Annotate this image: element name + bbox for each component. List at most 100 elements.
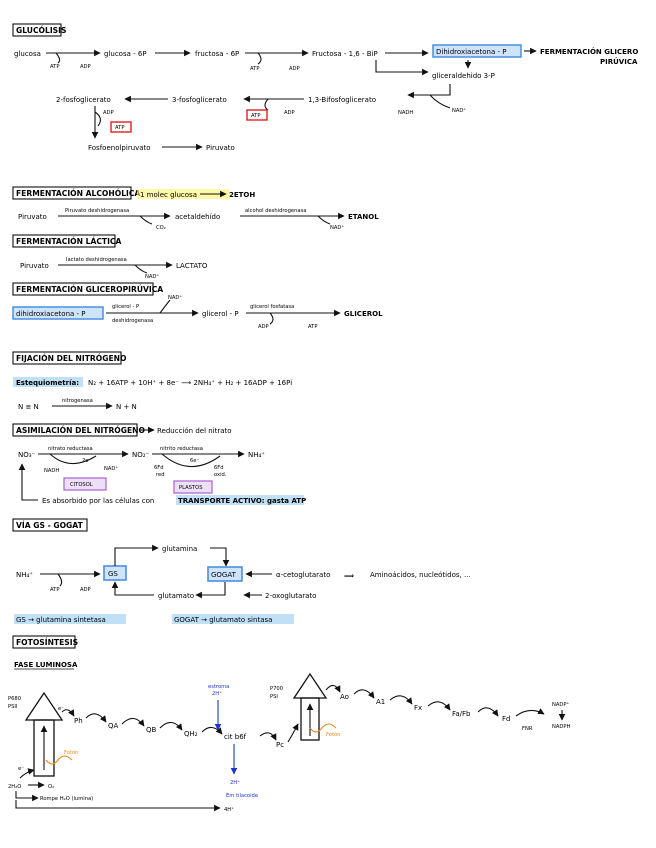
arrow-pc-psi	[287, 723, 299, 743]
lac-piruvato-label: Piruvato	[20, 262, 49, 270]
glucolisis-title: GLUCÓLISIS	[16, 26, 66, 35]
estequiometria-label: Estequiometría:	[16, 379, 79, 387]
arrow-glutamato-gs	[111, 581, 154, 596]
glucolisis-title-box	[12, 23, 62, 37]
dhap-box	[432, 44, 522, 58]
p700-label: P700	[270, 686, 283, 692]
arrow-rompe	[15, 791, 39, 802]
gogat-label: GOGAT	[211, 571, 237, 579]
fijacion-ecuacion: N₂ + 16ATP + 10H⁺ + 8e⁻ ⟶ 2NH₄⁺ + H₂ + 1…	[88, 379, 292, 387]
gs-adp-label: ADP	[80, 587, 91, 593]
implica-arrow: ⟹	[344, 572, 354, 580]
fotosintesis-section: FOTOSÍNTESIS FASE LUMINOSA P680 PSII e⁻ …	[8, 635, 571, 813]
fotosintesis-title-box	[12, 635, 76, 649]
fd-label: Fd	[502, 715, 510, 723]
adp4-curve	[94, 111, 101, 127]
gp-dhap-box	[12, 306, 104, 320]
arrow-qb-qh2	[159, 721, 183, 731]
arrow-ao-a1	[353, 689, 375, 699]
atp2-label: ATP	[250, 66, 259, 72]
atp4-label: ATP	[115, 125, 124, 131]
bpg-label: 1,3-Bifosfoglicerato	[308, 96, 376, 104]
acet-label: acetaldehído	[175, 213, 220, 221]
ph-label: Ph	[74, 717, 83, 725]
adp2-label: ADP	[289, 66, 300, 72]
cit-label: cit b6f	[224, 733, 247, 741]
gsgogat-section: VÍA GS - GOGAT NH₄⁺ ATP ADP GS glutamina…	[12, 518, 471, 624]
nadh-label: NADH	[398, 110, 413, 116]
n-n-label: N + N	[116, 403, 137, 411]
lac-nad-curve	[134, 264, 148, 274]
plastos-label: PLASTOS	[179, 485, 203, 491]
fase-luminosa-label: FASE LUMINOSA	[14, 661, 78, 669]
oxoglutarato-label: 2-oxoglutarato	[265, 592, 316, 600]
arrow-gs-glutamina	[114, 544, 159, 566]
atp2-curve	[257, 52, 262, 65]
atp3-box	[246, 109, 268, 121]
gs-atp-curve	[57, 573, 63, 587]
alcoholica-note: 1 molec glucosa	[140, 191, 197, 199]
transporte-label: TRANSPORTE ACTIVO: gasta ATP	[178, 497, 306, 505]
adp3-curve	[264, 98, 269, 111]
fnr-label: FNR	[522, 726, 533, 732]
foton2-label: Fotón	[326, 731, 340, 738]
absorbido-label: Es absorbido por las células con	[42, 497, 154, 505]
atp4-box	[110, 121, 132, 133]
asimilacion-section: ASIMILACIÓN DEL NITRÓGENO Reducción del …	[12, 423, 306, 505]
nitrogenasa-label: nitrogenasa	[62, 398, 93, 404]
gliceropiruvica-title: FERMENTACIÓN GLICEROPIRÚVICA	[16, 285, 163, 294]
enz2-label: alcohol deshidrogenasa	[245, 208, 306, 214]
gp-nad-curve	[159, 299, 171, 314]
p680-label: P680	[8, 696, 21, 702]
psii-triangle	[24, 691, 64, 721]
akg-label: α-cetoglutarato	[276, 571, 330, 579]
gp-adp-label: ADP	[258, 324, 269, 330]
h4-label: 4H⁺	[224, 807, 234, 813]
arrow-e-psii	[19, 768, 35, 779]
citosol-box	[63, 477, 107, 491]
alc-nad-label: NAD⁺	[330, 225, 344, 231]
enz-nitrato-label: nitrato reductasa	[48, 446, 93, 452]
g3p-label: gliceraldehido 3-P	[432, 72, 495, 80]
arrow-to-4h	[15, 800, 221, 812]
psi-label: PSI	[270, 694, 278, 700]
nadh-curve	[49, 453, 97, 465]
fijacion-section: FIJACIÓN DEL NITRÓGENO Estequiometría: N…	[12, 351, 292, 411]
rompe-label: Rompe H₂O (lumina)	[40, 796, 93, 802]
n2-label: N ≡ N	[18, 403, 39, 411]
pep-label: Fosfoenolpiruvato	[88, 144, 151, 152]
asim-nh4-label: NH₄⁺	[248, 451, 265, 459]
lac-enz-label: lactato deshidrogenasa	[66, 257, 127, 263]
lactica-title: FERMENTACIÓN LÁCTICA	[16, 237, 122, 246]
gsgogat-title: VÍA GS - GOGAT	[16, 521, 84, 530]
gp-nad-label: NAD⁺	[168, 295, 182, 301]
transporte-highlight	[176, 495, 304, 505]
gp-atp-label: ATP	[308, 324, 317, 330]
lumen-label: Em tilacoide	[226, 793, 258, 799]
atp-curve	[55, 52, 61, 64]
reduccion-label: Reducción del nitrato	[157, 427, 232, 435]
arrow-psi-ao	[325, 684, 341, 693]
estroma-label: estroma	[208, 684, 229, 690]
citosol-label: CITOSOL	[70, 482, 93, 488]
asim-nadh-label: NADH	[44, 468, 59, 474]
adp4-label: ADP	[103, 110, 114, 116]
alcoholica-note2: 2ETOH	[229, 191, 255, 199]
psii-label: PSII	[8, 704, 18, 710]
arrow-qa-qb	[121, 717, 145, 727]
gliceropiruvica-section: FERMENTACIÓN GLICEROPIRÚVICA dihidroxiac…	[12, 282, 383, 330]
e2-label: 6e⁻	[190, 458, 199, 464]
glucolisis-section: GLUCÓLISIS glucosa ATP ADP glucosa - 6P …	[12, 23, 638, 152]
pg2-label: 2-fosfoglicerato	[56, 96, 111, 104]
glucosa-label: glucosa	[14, 50, 41, 58]
glutamato-label: glutamato	[158, 592, 194, 600]
o2-label: O₂	[48, 784, 54, 790]
gs-def-label: GS → glutamina sintetasa	[16, 616, 106, 624]
nad-alc-curve	[317, 215, 331, 225]
lactica-section: FERMENTACIÓN LÁCTICA Piruvato lactato de…	[12, 234, 208, 280]
arrow-f16bp-g3p	[375, 60, 429, 76]
alc-piruvato-label: Piruvato	[18, 213, 47, 221]
fafb-label: Fa/Fb	[452, 710, 471, 718]
aminoacidos-label: Aminoácidos, nucleótidos, ...	[370, 571, 471, 579]
